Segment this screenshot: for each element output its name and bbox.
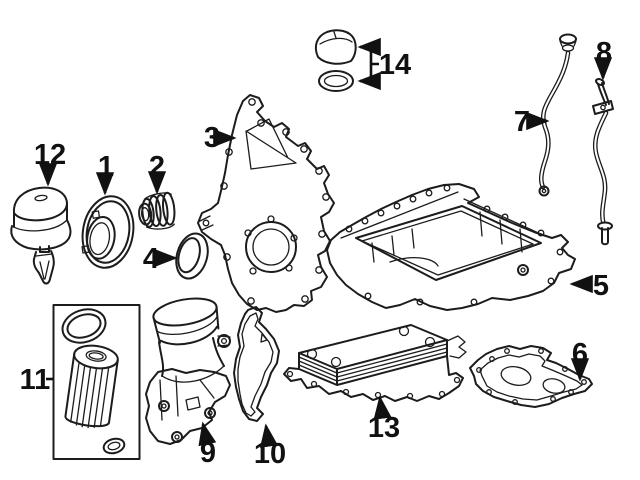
callout-9-arrow [198,421,217,447]
callout-4-label[interactable]: 4 [143,243,159,275]
callout-5[interactable]: 5 [569,270,609,302]
part-2-damper-drawing [138,191,176,230]
callout-10-arrow [259,423,278,448]
callout-13-label[interactable]: 13 [368,412,400,444]
part-6-end-cover-drawing [469,345,593,408]
callout-4[interactable]: 4 [143,243,178,275]
part-7-dipstick-drawing [538,33,577,197]
part-12-filter-cap-drawing [10,186,72,285]
callout-13[interactable]: 13 [368,395,400,444]
callout-14-label[interactable]: 14 [379,49,411,81]
callout-12[interactable]: 12 [34,139,66,187]
callout-14[interactable]: 14 [357,37,411,91]
callout-9[interactable]: 9 [198,421,217,469]
part-1-pulley-drawing [81,195,135,269]
callout-10-label[interactable]: 10 [254,438,286,470]
part-10-gasket-drawing [233,306,280,422]
callout-2-label[interactable]: 2 [149,151,165,183]
callout-11[interactable]: 11 [20,364,53,396]
callout-5-label[interactable]: 5 [593,270,609,302]
callout-10[interactable]: 10 [254,423,286,470]
callout-14-bracket [369,47,379,81]
part-11-filter-kit-box-drawing [52,304,141,460]
part-4-seal-drawing [175,232,209,280]
callout-8-label[interactable]: 8 [596,37,612,69]
callout-13-arrow [373,395,392,420]
callout-11-label[interactable]: 11 [20,364,51,396]
callout-2[interactable]: 2 [147,151,167,195]
callout-8[interactable]: 8 [593,37,613,81]
callout-6-label[interactable]: 6 [572,338,588,370]
part-3-timing-cover-drawing [197,94,335,313]
part-5-oil-pan-drawing [326,183,576,311]
callout-3[interactable]: 3 [204,122,237,154]
part-8-guide-tube-drawing [592,78,614,246]
callout-7-label[interactable]: 7 [514,106,530,138]
callout-1[interactable]: 1 [95,151,115,196]
callout-1-label[interactable]: 1 [98,151,114,183]
callout-3-label[interactable]: 3 [204,122,220,154]
callout-12-label[interactable]: 12 [34,139,66,171]
callout-6[interactable]: 6 [570,338,590,382]
part-9-filter-housing-drawing [145,297,231,445]
part-13-oil-cooler-drawing [283,324,467,402]
callout-7[interactable]: 7 [514,106,550,138]
part-14-cap-and-seal-drawing [314,29,357,92]
callout-9-label[interactable]: 9 [200,437,216,469]
